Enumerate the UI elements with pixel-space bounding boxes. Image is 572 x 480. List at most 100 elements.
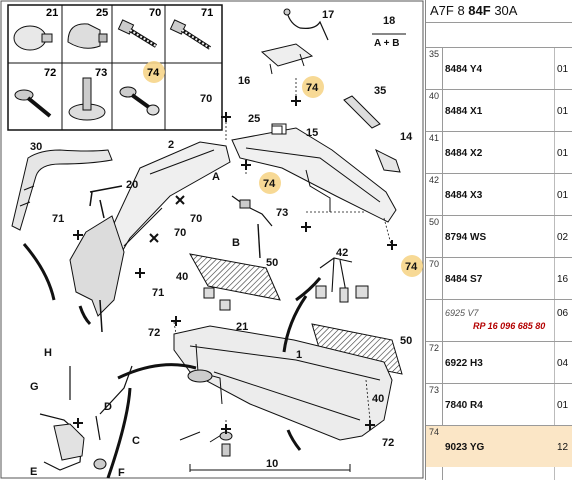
callout-B: B	[232, 237, 240, 249]
callout-72: 72	[44, 67, 56, 79]
callout-F: F	[118, 467, 125, 479]
callout-25: 25	[96, 7, 108, 19]
row-index: 70	[429, 259, 440, 269]
callout-40-a: 40	[176, 271, 188, 283]
row-index: 42	[429, 175, 440, 185]
row-index: 41	[429, 133, 440, 143]
part-code: 8794 WS	[445, 232, 487, 243]
part-73-stud-icon	[68, 77, 106, 121]
callout-74-c: 74	[405, 261, 418, 273]
part-code: 9023 YG	[445, 442, 485, 453]
callout-E: E	[30, 466, 37, 478]
callout-16: 16	[238, 75, 250, 87]
callout-20: 20	[126, 179, 138, 191]
header-suffix: 30A	[490, 3, 518, 18]
part-reference-number: RP 16 096 685 80	[473, 321, 546, 331]
callout-35: 35	[374, 85, 386, 97]
callout-72-b: 72	[382, 437, 394, 449]
part-code: 7840 R4	[445, 400, 483, 411]
row-index: 35	[429, 49, 440, 59]
callout-C: C	[132, 435, 140, 447]
part-71-bolt-icon	[169, 19, 212, 50]
part-21-cap-icon	[13, 25, 53, 51]
part-code: 8484 X3	[445, 190, 483, 201]
row-index: 50	[429, 217, 440, 227]
column-divider	[554, 47, 555, 480]
part-quantity: 04	[557, 358, 569, 369]
callout-71-b: 71	[152, 287, 164, 299]
main-drawing	[11, 8, 406, 479]
callout-18: 18	[383, 15, 395, 27]
callout-A: A	[212, 171, 220, 183]
callout-50-b: 50	[400, 335, 412, 347]
callout-H: H	[44, 347, 52, 359]
callout-74-a: 74	[306, 82, 319, 94]
part-quantity: 01	[557, 106, 569, 117]
callout-15: 15	[306, 127, 318, 139]
header-bold: 84F	[468, 3, 491, 18]
callout-40-b: 40	[372, 393, 384, 405]
callout-71-a: 71	[52, 213, 64, 225]
callout-10: 10	[266, 458, 278, 470]
callout-18-sub: A + B	[374, 38, 399, 49]
callout-D: D	[104, 401, 112, 413]
parts-list-row[interactable]: 42 8484 X3 01	[426, 173, 572, 215]
callout-21: 21	[46, 7, 58, 19]
parts-list-row[interactable]: 70 8484 S7 16	[426, 257, 572, 299]
callout-72-a: 72	[148, 327, 160, 339]
callout-1: 1	[296, 349, 302, 361]
callout-73: 73	[95, 67, 107, 79]
callout-30: 30	[30, 141, 42, 153]
part-code: 8484 S7	[445, 274, 483, 285]
part-code: 6922 H3	[445, 358, 483, 369]
part-quantity: 12	[557, 442, 569, 453]
callout-70-c: 70	[174, 227, 186, 239]
callout-73: 73	[276, 207, 288, 219]
callout-G: G	[30, 381, 39, 393]
parts-list-row[interactable]: 35 8484 Y4 01	[426, 47, 572, 89]
parts-list-row[interactable]: 41 8484 X2 01	[426, 131, 572, 173]
callout-17: 17	[322, 9, 334, 21]
header-prefix: A7F 8	[430, 3, 469, 18]
callout-70-b: 70	[190, 213, 202, 225]
part-quantity: 01	[557, 400, 569, 411]
part-code: 6925 V7	[445, 308, 479, 318]
part-70-screw-icon	[117, 19, 158, 48]
parts-list-row[interactable]: 72 6922 H3 04	[426, 341, 572, 383]
parts-list-panel: A7F 8 84F 30A 35 8484 Y4 01 40 8484 X1 01 41 84…	[425, 0, 572, 480]
part-reference-header: A7F 8 84F 30A	[426, 0, 572, 23]
callout-70-a: 70	[200, 93, 212, 105]
part-code: 8484 X2	[445, 148, 483, 159]
parts-list-row[interactable]: 73 7840 R4 01	[426, 383, 572, 425]
row-index: 73	[429, 385, 440, 395]
part-74-nut-icon	[119, 86, 160, 116]
part-quantity: 01	[557, 190, 569, 201]
callout-2: 2	[168, 139, 174, 151]
callout-70: 70	[149, 7, 161, 19]
row-index: 74	[429, 427, 440, 437]
part-code: 8484 Y4	[445, 64, 483, 75]
callout-74-b: 74	[263, 178, 276, 190]
callout-14: 14	[400, 131, 413, 143]
part-quantity: 01	[557, 148, 569, 159]
callout-42: 42	[336, 247, 348, 259]
callout-25: 25	[248, 113, 260, 125]
callout-74-inset: 74	[147, 67, 160, 79]
part-quantity: 01	[557, 64, 569, 75]
part-72-screw-icon	[14, 89, 52, 118]
part-code: 8484 X1	[445, 106, 483, 117]
row-index: 40	[429, 91, 440, 101]
parts-list-row[interactable]: 50 8794 WS 02	[426, 215, 572, 257]
exploded-parts-diagram: 21 25 70 71 72 73 74	[0, 0, 424, 479]
parts-list-row[interactable]: 40 8484 X1 01	[426, 89, 572, 131]
row-index: 72	[429, 343, 440, 353]
fastener-inset: 21 25 70 71 72 73 74	[7, 4, 223, 131]
column-divider	[442, 47, 443, 480]
callout-50-a: 50	[266, 257, 278, 269]
parts-list-row[interactable]: 74 9023 YG 12	[426, 425, 572, 467]
callout-21: 21	[236, 321, 248, 333]
part-quantity: 02	[557, 232, 569, 243]
part-quantity: 16	[557, 274, 569, 285]
part-25-cap-icon	[67, 23, 108, 49]
